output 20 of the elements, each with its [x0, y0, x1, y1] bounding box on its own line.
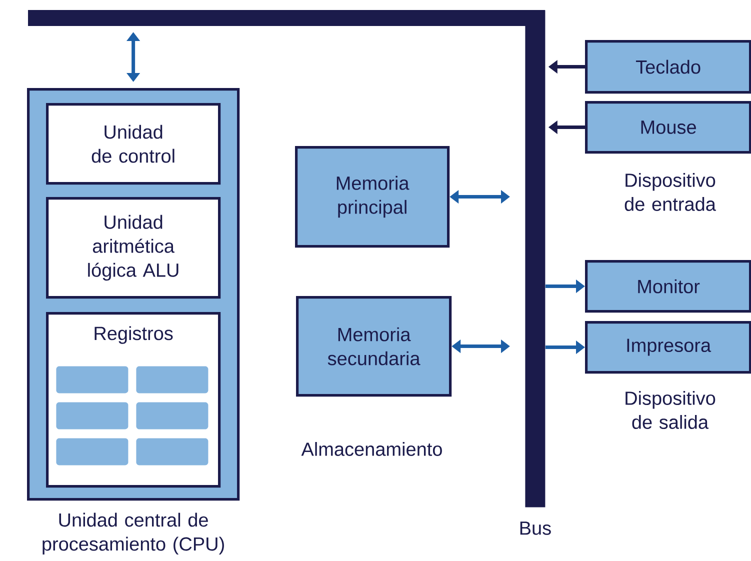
alu-box: Unidad aritmética lógica ALU: [46, 197, 221, 299]
input-device-box: Mouse: [585, 101, 751, 154]
output-device-box: Monitor: [585, 260, 751, 313]
output-device-box: Impresora: [585, 321, 751, 374]
register-cell: [56, 366, 128, 394]
register-cell: [136, 366, 208, 394]
memory-box: Memoria secundaria: [296, 296, 452, 397]
group-label: Dispositivo de salida: [626, 391, 716, 429]
register-cell: [136, 438, 208, 466]
control-unit-box: Unidad de control: [46, 103, 221, 185]
group-label: Dispositivo de entrada: [624, 173, 716, 211]
input-device-box: Teclado: [585, 40, 751, 94]
bus-bar: [28, 10, 546, 508]
register-cell: [56, 438, 128, 466]
node-label: Unidad central de procesamiento (CPU): [42, 512, 224, 554]
register-cell: [136, 402, 208, 430]
bus-label: Bus: [520, 522, 551, 535]
register-cell: [56, 402, 128, 430]
memory-box: Memoria principal: [295, 146, 450, 248]
group-label: Almacenamiento: [301, 442, 442, 456]
